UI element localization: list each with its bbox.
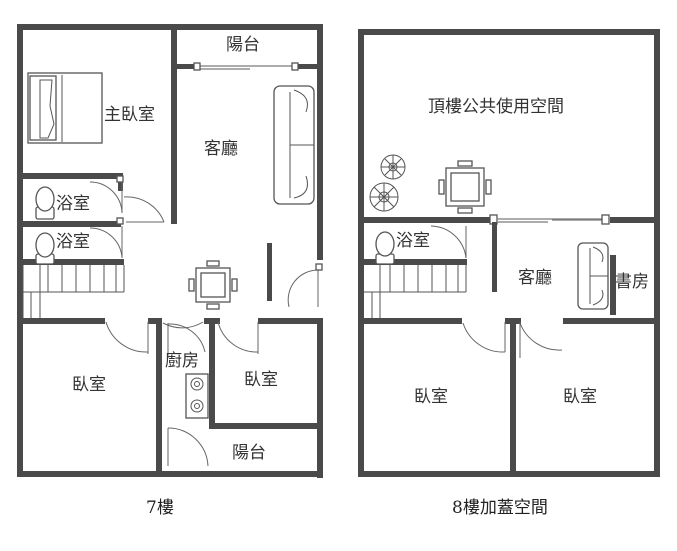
- f7-wall-kitchen-right: [209, 318, 215, 428]
- f7-wall-bedroom-left-top-b: [148, 318, 162, 324]
- f8-wall-rooftop-bottom-b: [610, 217, 660, 223]
- dining-table-icon: [438, 160, 492, 214]
- f7-stairs: [22, 265, 125, 318]
- f8-wall-bedroom-top-c: [563, 318, 660, 324]
- f7-wall-right-upper: [317, 24, 323, 260]
- living-room-label: 客廳: [518, 268, 552, 288]
- floor-7-plan: 主臥室 陽台 客廳 浴室 浴室 廚房 臥室 臥室 陽台 7樓: [17, 24, 323, 518]
- bedroom-right-label: 臥室: [244, 370, 278, 390]
- bedroom-left-label: 臥室: [72, 375, 106, 395]
- floor-8-caption: 8樓加蓋空間: [452, 498, 548, 518]
- bedroom-left-label: 臥室: [414, 387, 448, 407]
- plant-icon: [369, 154, 406, 212]
- f8-wall-bedroom-top-a: [358, 318, 462, 324]
- f8-wall-bath-right: [363, 259, 467, 265]
- f8-wall-right: [654, 29, 660, 476]
- f7-wall-master-right: [171, 24, 177, 224]
- f7-wall-balcony-top: [175, 64, 195, 69]
- f8-stairs: [364, 265, 467, 318]
- sofa-icon: [577, 242, 609, 310]
- f7-wall-left: [17, 24, 23, 476]
- kitchen-label: 廚房: [165, 350, 199, 371]
- toilet-icon: [375, 231, 395, 265]
- f7-wall-bedroom-left-top: [17, 318, 105, 324]
- f7-wall-master-bottom: [17, 173, 121, 179]
- floor-7-caption: 7樓: [146, 498, 174, 518]
- bed-icon: [27, 72, 103, 144]
- f8-wall-living-left: [492, 222, 497, 292]
- f7-wall-right-lower: [317, 318, 323, 478]
- bath-2-label: 浴室: [56, 232, 90, 252]
- sofa-icon: [273, 85, 315, 205]
- balcony-top-label: 陽台: [226, 35, 260, 55]
- study-label: 書房: [615, 272, 649, 292]
- rooftop-public-label: 頂樓公共使用空間: [428, 96, 564, 117]
- f7-wall-living-partition: [267, 243, 272, 301]
- f8-wall-bedroom-divider: [510, 318, 516, 476]
- f7-wall-top: [17, 24, 323, 30]
- f7-wall-balcony-top-right: [298, 64, 320, 69]
- f8-wall-bottom: [358, 471, 660, 477]
- f7-wall-bath-2: [17, 259, 124, 265]
- f7-wall-bottom: [17, 471, 323, 477]
- f7-wall-bedroom-left-right: [156, 318, 162, 476]
- f8-wall-study-left: [610, 255, 616, 315]
- f7-wall-bedroom-right-top: [258, 318, 322, 324]
- master-bedroom-label: 主臥室: [104, 105, 155, 125]
- f7-doors: [89, 175, 323, 467]
- f8-wall-left: [358, 29, 364, 476]
- stove-icon: [185, 373, 209, 419]
- floor-8-plan: 頂樓公共使用空間 浴室 客廳 書房 臥室 臥室 8樓加蓋空間: [358, 29, 660, 518]
- f7-wall-bath-1: [17, 221, 121, 227]
- living-room-label: 客廳: [204, 139, 238, 159]
- f8-doors: [430, 225, 563, 358]
- toilet-icon: [35, 232, 55, 265]
- bedroom-right-label: 臥室: [563, 387, 597, 407]
- balcony-bottom-label: 陽台: [232, 443, 266, 463]
- bath-1-label: 浴室: [56, 194, 90, 214]
- f7-wall-bedroom-right-bottom: [209, 423, 322, 429]
- bath-label: 浴室: [396, 231, 430, 251]
- toilet-icon: [35, 186, 55, 220]
- f8-wall-rooftop-bottom-a: [358, 217, 490, 223]
- dining-table-icon: [188, 260, 238, 310]
- f8-wall-top: [358, 29, 660, 35]
